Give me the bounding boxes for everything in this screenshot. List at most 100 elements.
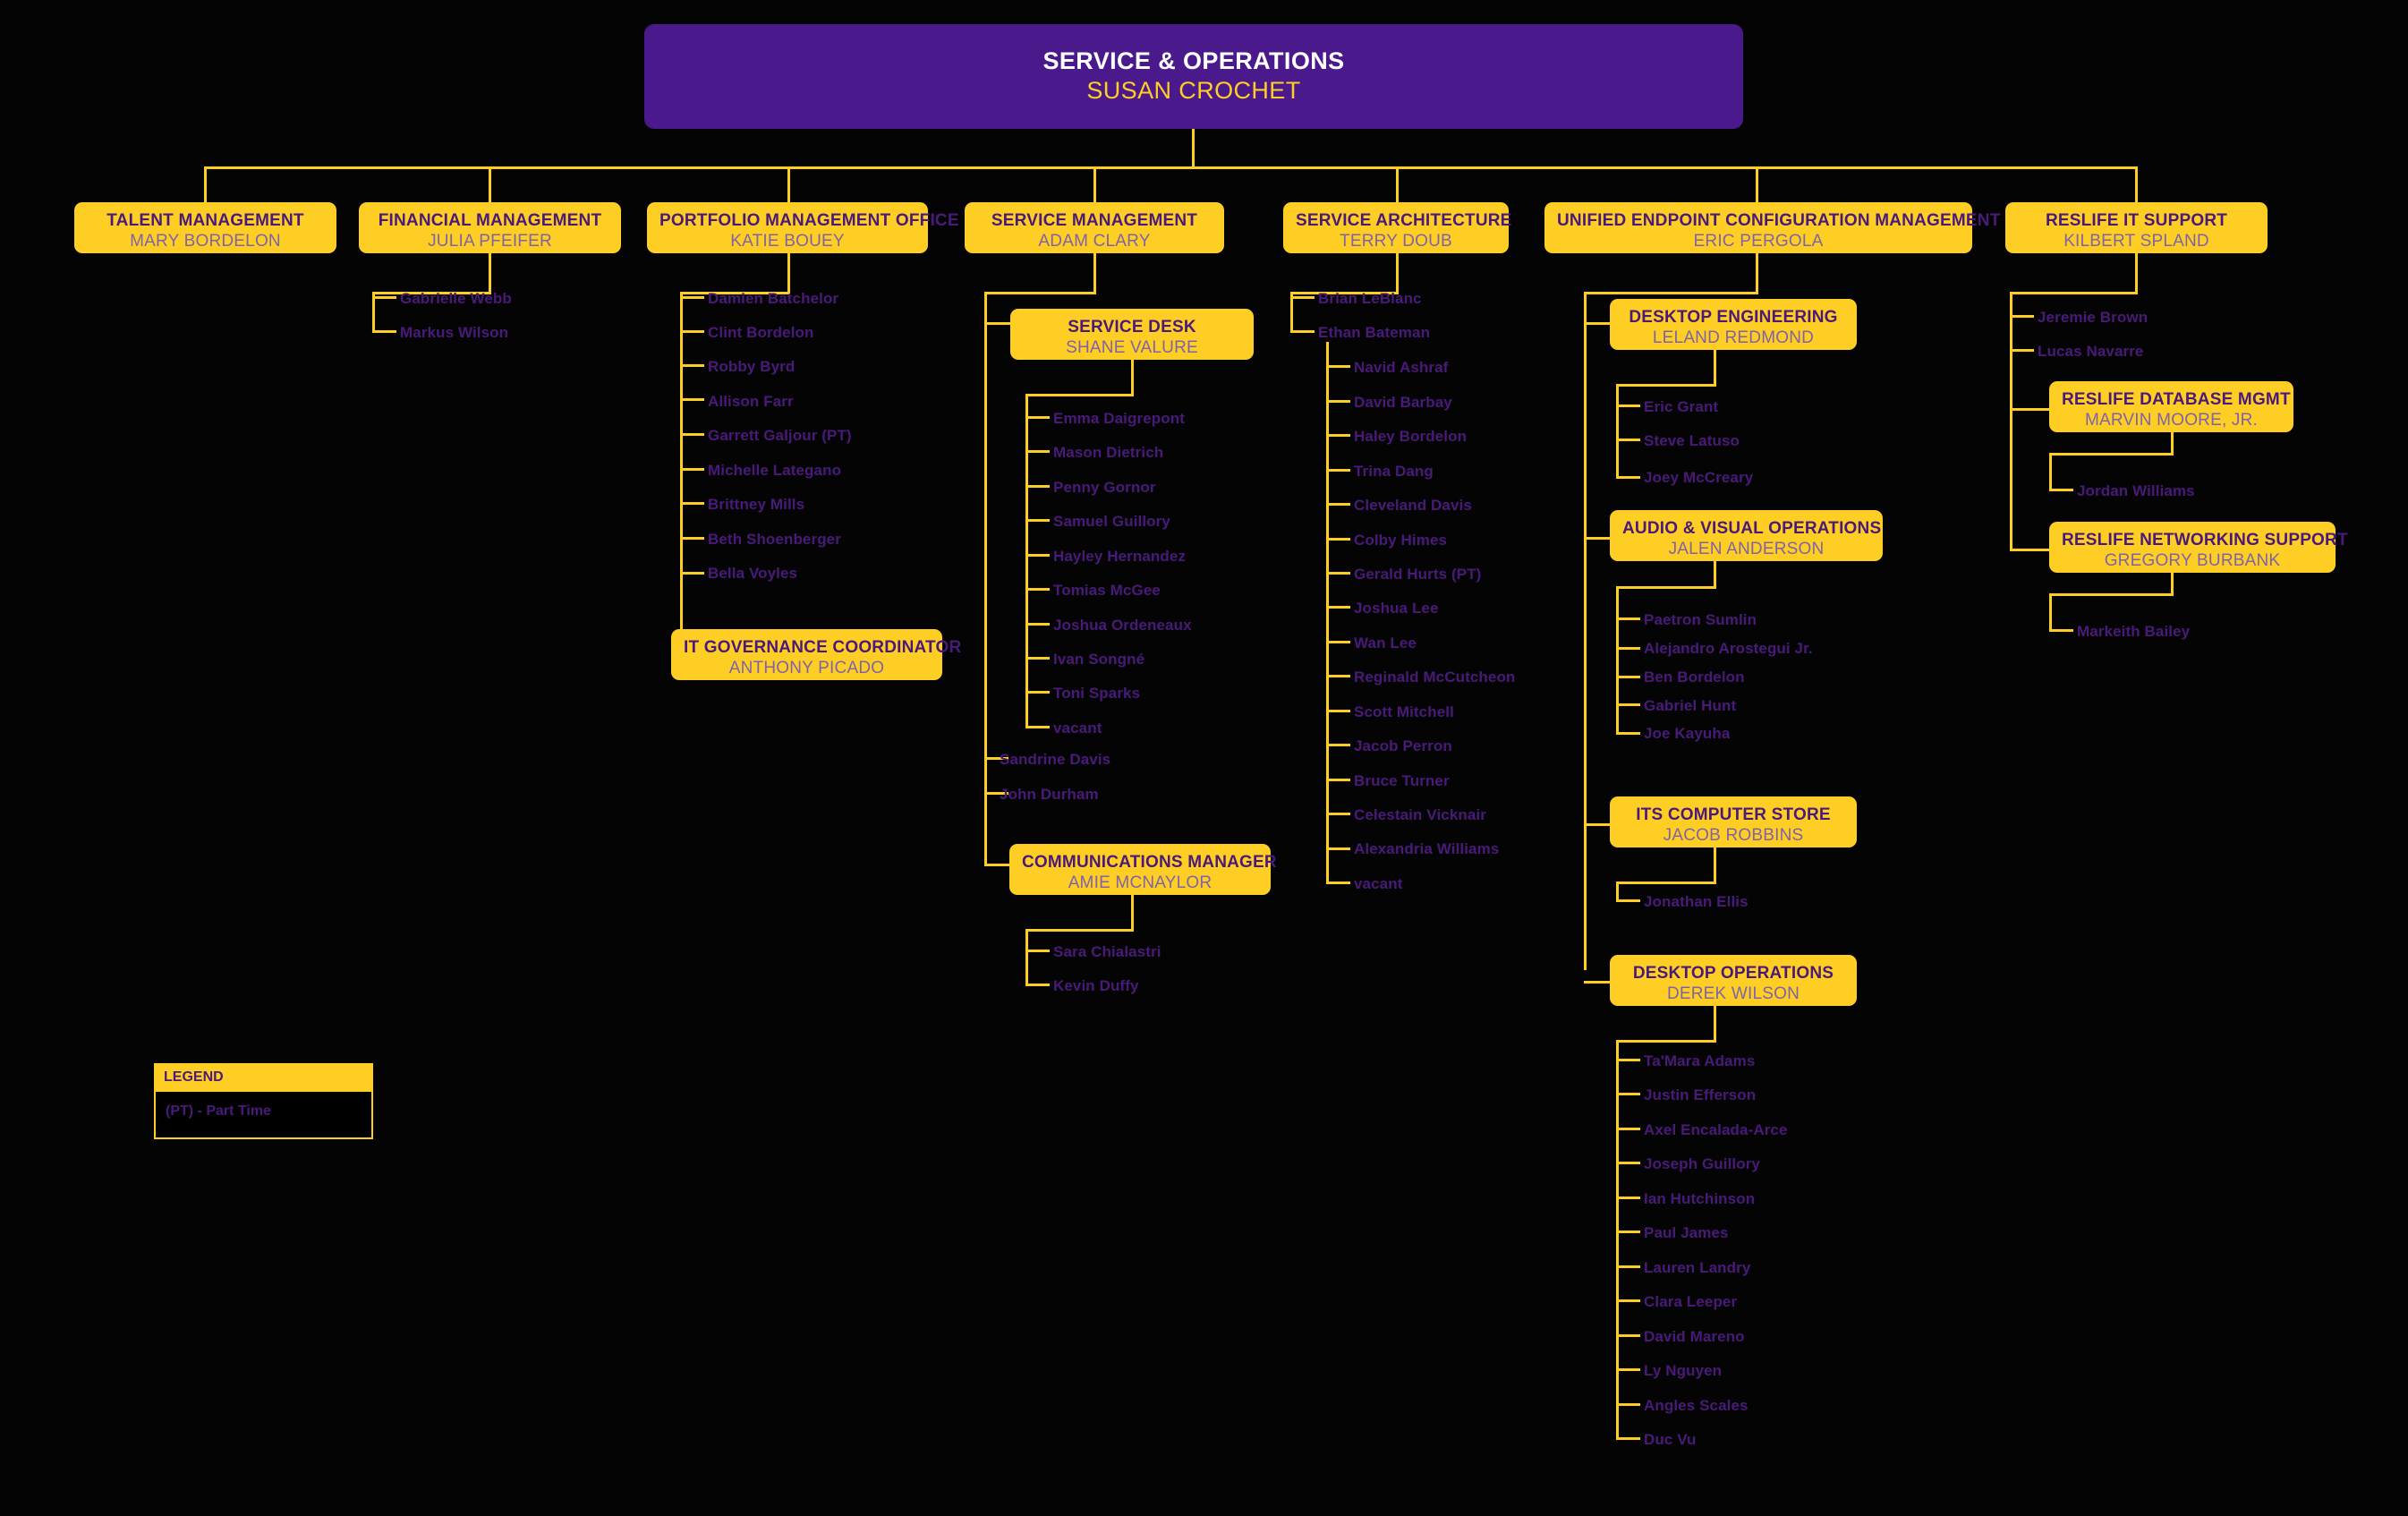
connector-deskops-tick: [1616, 1197, 1640, 1199]
staff-name: Mason Dietrich: [1053, 444, 1164, 461]
connector-division-bus: [204, 166, 2135, 169]
staff-name: Wan Lee: [1354, 635, 1417, 652]
connector-servicedesk-tick: [1025, 416, 1050, 419]
division-name: KILBERT SPLAND: [2063, 232, 2209, 251]
root-title: SERVICE & OPERATIONS: [1042, 47, 1345, 75]
connector-bateman-tick: [1326, 538, 1350, 541]
staff-name: Bella Voyles: [708, 565, 798, 582]
division-title: SERVICE ARCHITECTURE: [1296, 211, 1512, 230]
staff-name: Clara Leeper: [1644, 1293, 1738, 1310]
connector-resnet-stem: [2171, 573, 2174, 595]
connector-drop-financial: [489, 166, 491, 207]
subunit-service-desk[interactable]: SERVICE DESK SHANE VALURE: [1010, 309, 1254, 360]
staff-name: vacant: [1053, 720, 1102, 737]
staff-name: Justin Efferson: [1644, 1086, 1757, 1103]
connector-deskeng-tick: [1616, 439, 1640, 441]
staff-name: Joseph Guillory: [1644, 1155, 1760, 1172]
connector-deskeng-tick: [1616, 405, 1640, 407]
subunit-title: RESLIFE NETWORKING SUPPORT: [2062, 531, 2348, 549]
division-name: KATIE BOUEY: [730, 232, 845, 251]
connector-resnet-spine: [2049, 593, 2052, 632]
connector-bateman-tick: [1326, 365, 1350, 368]
division-title: RESLIFE IT SUPPORT: [2045, 211, 2228, 230]
connector-to-audio-visual: [1584, 537, 1620, 540]
root-name: SUSAN CROCHET: [1086, 77, 1301, 105]
staff-name: Allison Farr: [708, 393, 794, 410]
staff-name: Reginald McCutcheon: [1354, 669, 1516, 686]
division-title: FINANCIAL MANAGEMENT: [378, 211, 602, 230]
connector-deskeng-spine: [1616, 384, 1619, 479]
connector-av-tick: [1616, 732, 1640, 735]
subunit-audio-visual-operations[interactable]: AUDIO & VISUAL OPERATIONS JALEN ANDERSON: [1610, 510, 1883, 561]
connector-deskops-tick: [1616, 1128, 1640, 1130]
subunit-reslife-networking-support[interactable]: RESLIFE NETWORKING SUPPORT GREGORY BURBA…: [2049, 522, 2348, 573]
staff-name: David Mareno: [1644, 1328, 1745, 1345]
connector-to-reslife-database: [2010, 408, 2050, 411]
connector-deskops-tick: [1616, 1299, 1640, 1302]
staff-name: Alexandria Williams: [1354, 840, 1500, 857]
connector-financial-tick: [372, 296, 396, 299]
staff-name: Ethan Bateman: [1318, 324, 1431, 341]
subunit-reslife-database-mgmt[interactable]: RESLIFE DATABASE MGMT MARVIN MOORE, JR.: [2049, 381, 2293, 432]
connector-deskops-spine: [1616, 1040, 1619, 1439]
connector-bateman-tick: [1326, 434, 1350, 437]
connector-servicedesk-tick: [1025, 519, 1050, 522]
connector-servicedesk-tick: [1025, 450, 1050, 453]
subunit-it-governance-coordinator[interactable]: IT GOVERNANCE COORDINATOR ANTHONY PICADO: [671, 629, 962, 680]
connector-drop-talent: [204, 166, 207, 207]
staff-name: Michelle Lategano: [708, 462, 842, 479]
staff-name: Joey McCreary: [1644, 469, 1754, 486]
division-portfolio-management-office[interactable]: PORTFOLIO MANAGEMENT OFFICE KATIE BOUEY: [647, 202, 959, 253]
division-service-management[interactable]: SERVICE MANAGEMENT ADAM CLARY: [965, 202, 1224, 253]
subunit-desktop-engineering[interactable]: DESKTOP ENGINEERING LELAND REDMOND: [1610, 299, 1857, 350]
connector-deskops-tick: [1616, 1059, 1640, 1061]
connector-bateman-tick: [1326, 881, 1350, 884]
root-node[interactable]: SERVICE & OPERATIONS SUSAN CROCHET: [644, 24, 1743, 129]
staff-name: Gabriel Hunt: [1644, 697, 1737, 714]
subunit-desktop-operations[interactable]: DESKTOP OPERATIONS DEREK WILSON: [1610, 955, 1857, 1006]
division-unified-endpoint-configuration-management[interactable]: UNIFIED ENDPOINT CONFIGURATION MANAGEMEN…: [1544, 202, 2001, 253]
staff-name: Ben Bordelon: [1644, 669, 1745, 686]
subunit-its-computer-store[interactable]: ITS COMPUTER STORE JACOB ROBBINS: [1610, 796, 1857, 847]
connector-drop-uecm: [1756, 166, 1758, 207]
staff-name: Emma Daigrepont: [1053, 410, 1185, 427]
connector-bateman-tick: [1326, 400, 1350, 403]
connector-to-service-desk: [984, 322, 1020, 325]
connector-communications-stem: [1131, 895, 1134, 931]
connector-deskops-tick: [1616, 1265, 1640, 1268]
division-reslife-it-support[interactable]: RESLIFE IT SUPPORT KILBERT SPLAND: [2005, 202, 2268, 253]
staff-name: Sandrine Davis: [1000, 751, 1111, 768]
legend-title: LEGEND: [154, 1063, 373, 1092]
connector-to-reslife-networking: [2010, 549, 2050, 551]
division-name: TERRY DOUB: [1340, 232, 1452, 251]
connector-deskeng-stem: [1714, 350, 1716, 386]
staff-name: Lauren Landry: [1644, 1259, 1751, 1276]
connector-servicedesk-tick: [1025, 588, 1050, 591]
connector-portfolio-stem: [787, 253, 790, 294]
division-name: ERIC PERGOLA: [1693, 232, 1824, 251]
connector-deskops-tick: [1616, 1368, 1640, 1371]
staff-name: Bruce Turner: [1354, 772, 1450, 789]
connector-to-desktop-engineering: [1584, 322, 1620, 325]
division-title: UNIFIED ENDPOINT CONFIGURATION MANAGEMEN…: [1557, 211, 2001, 230]
connector-deskops-tick: [1616, 1162, 1640, 1164]
staff-name: Paetron Sumlin: [1644, 611, 1757, 628]
division-talent-management[interactable]: TALENT MANAGEMENT MARY BORDELON: [74, 202, 336, 253]
division-service-architecture[interactable]: SERVICE ARCHITECTURE TERRY DOUB: [1283, 202, 1512, 253]
connector-servicemgmt-spine: [984, 292, 987, 866]
staff-name: Kevin Duffy: [1053, 977, 1139, 994]
division-financial-management[interactable]: FINANCIAL MANAGEMENT JULIA PFEIFER: [359, 202, 621, 253]
connector-portfolio-tick: [680, 537, 704, 540]
staff-name: John Durham: [1000, 786, 1099, 803]
connector-servicedesk-tick: [1025, 691, 1050, 694]
staff-name: Toni Sparks: [1053, 685, 1141, 702]
division-name: JULIA PFEIFER: [428, 232, 552, 251]
staff-name: Celestain Vicknair: [1354, 806, 1486, 823]
subunit-title: ITS COMPUTER STORE: [1636, 805, 1831, 824]
division-name: ADAM CLARY: [1038, 232, 1151, 251]
division-title: TALENT MANAGEMENT: [106, 211, 304, 230]
subunit-name: LELAND REDMOND: [1652, 328, 1815, 348]
staff-name: Ta'Mara Adams: [1644, 1052, 1756, 1069]
subunit-title: IT GOVERNANCE COORDINATOR: [684, 638, 962, 657]
subunit-communications-manager[interactable]: COMMUNICATIONS MANAGER AMIE MCNAYLOR: [1009, 844, 1277, 895]
